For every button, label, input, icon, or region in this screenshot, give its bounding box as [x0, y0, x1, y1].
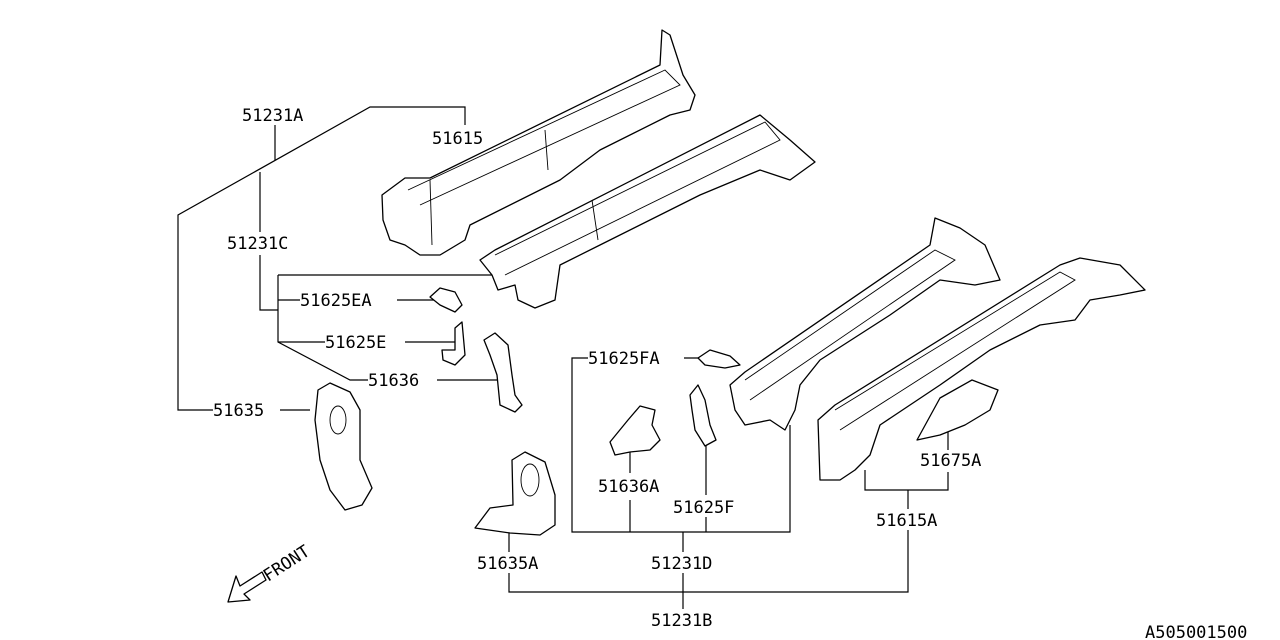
leader-lines — [177, 106, 949, 609]
label-51636: 51636 — [368, 371, 419, 391]
part-51615-rail[interactable] — [381, 29, 696, 256]
label-51636A: 51636A — [598, 477, 659, 497]
part-51635A[interactable] — [474, 451, 556, 536]
diagram-id: A505001500 — [1145, 623, 1247, 640]
part-51625EA[interactable] — [429, 287, 463, 313]
label-51231A: 51231A — [242, 106, 303, 126]
label-51231C: 51231C — [227, 234, 288, 254]
label-51625E: 51625E — [325, 333, 386, 353]
part-51615-upper-rail[interactable] — [479, 114, 816, 309]
label-51615: 51615 — [432, 129, 483, 149]
part-51636A[interactable] — [609, 405, 661, 456]
part-51625FA[interactable] — [697, 349, 741, 369]
part-51615A-rail[interactable] — [817, 257, 1146, 481]
label-51675A: 51675A — [920, 451, 981, 471]
label-51625EA: 51625EA — [300, 291, 372, 311]
part-51636[interactable] — [483, 332, 523, 413]
part-51635[interactable] — [314, 382, 373, 511]
label-51231B: 51231B — [651, 611, 712, 631]
part-51615A-upper-rail[interactable] — [729, 217, 1001, 431]
label-51635: 51635 — [213, 401, 264, 421]
front-arrow-icon — [227, 571, 267, 603]
part-51625E[interactable] — [441, 321, 466, 366]
label-51625F: 51625F — [673, 498, 734, 518]
label-51231D: 51231D — [651, 554, 712, 574]
label-51625FA: 51625FA — [588, 349, 660, 369]
label-51635A: 51635A — [477, 554, 538, 574]
part-51675A[interactable] — [916, 379, 999, 441]
label-51615A: 51615A — [876, 511, 937, 531]
part-51625F[interactable] — [689, 384, 717, 447]
front-label: FRONT — [260, 542, 314, 587]
